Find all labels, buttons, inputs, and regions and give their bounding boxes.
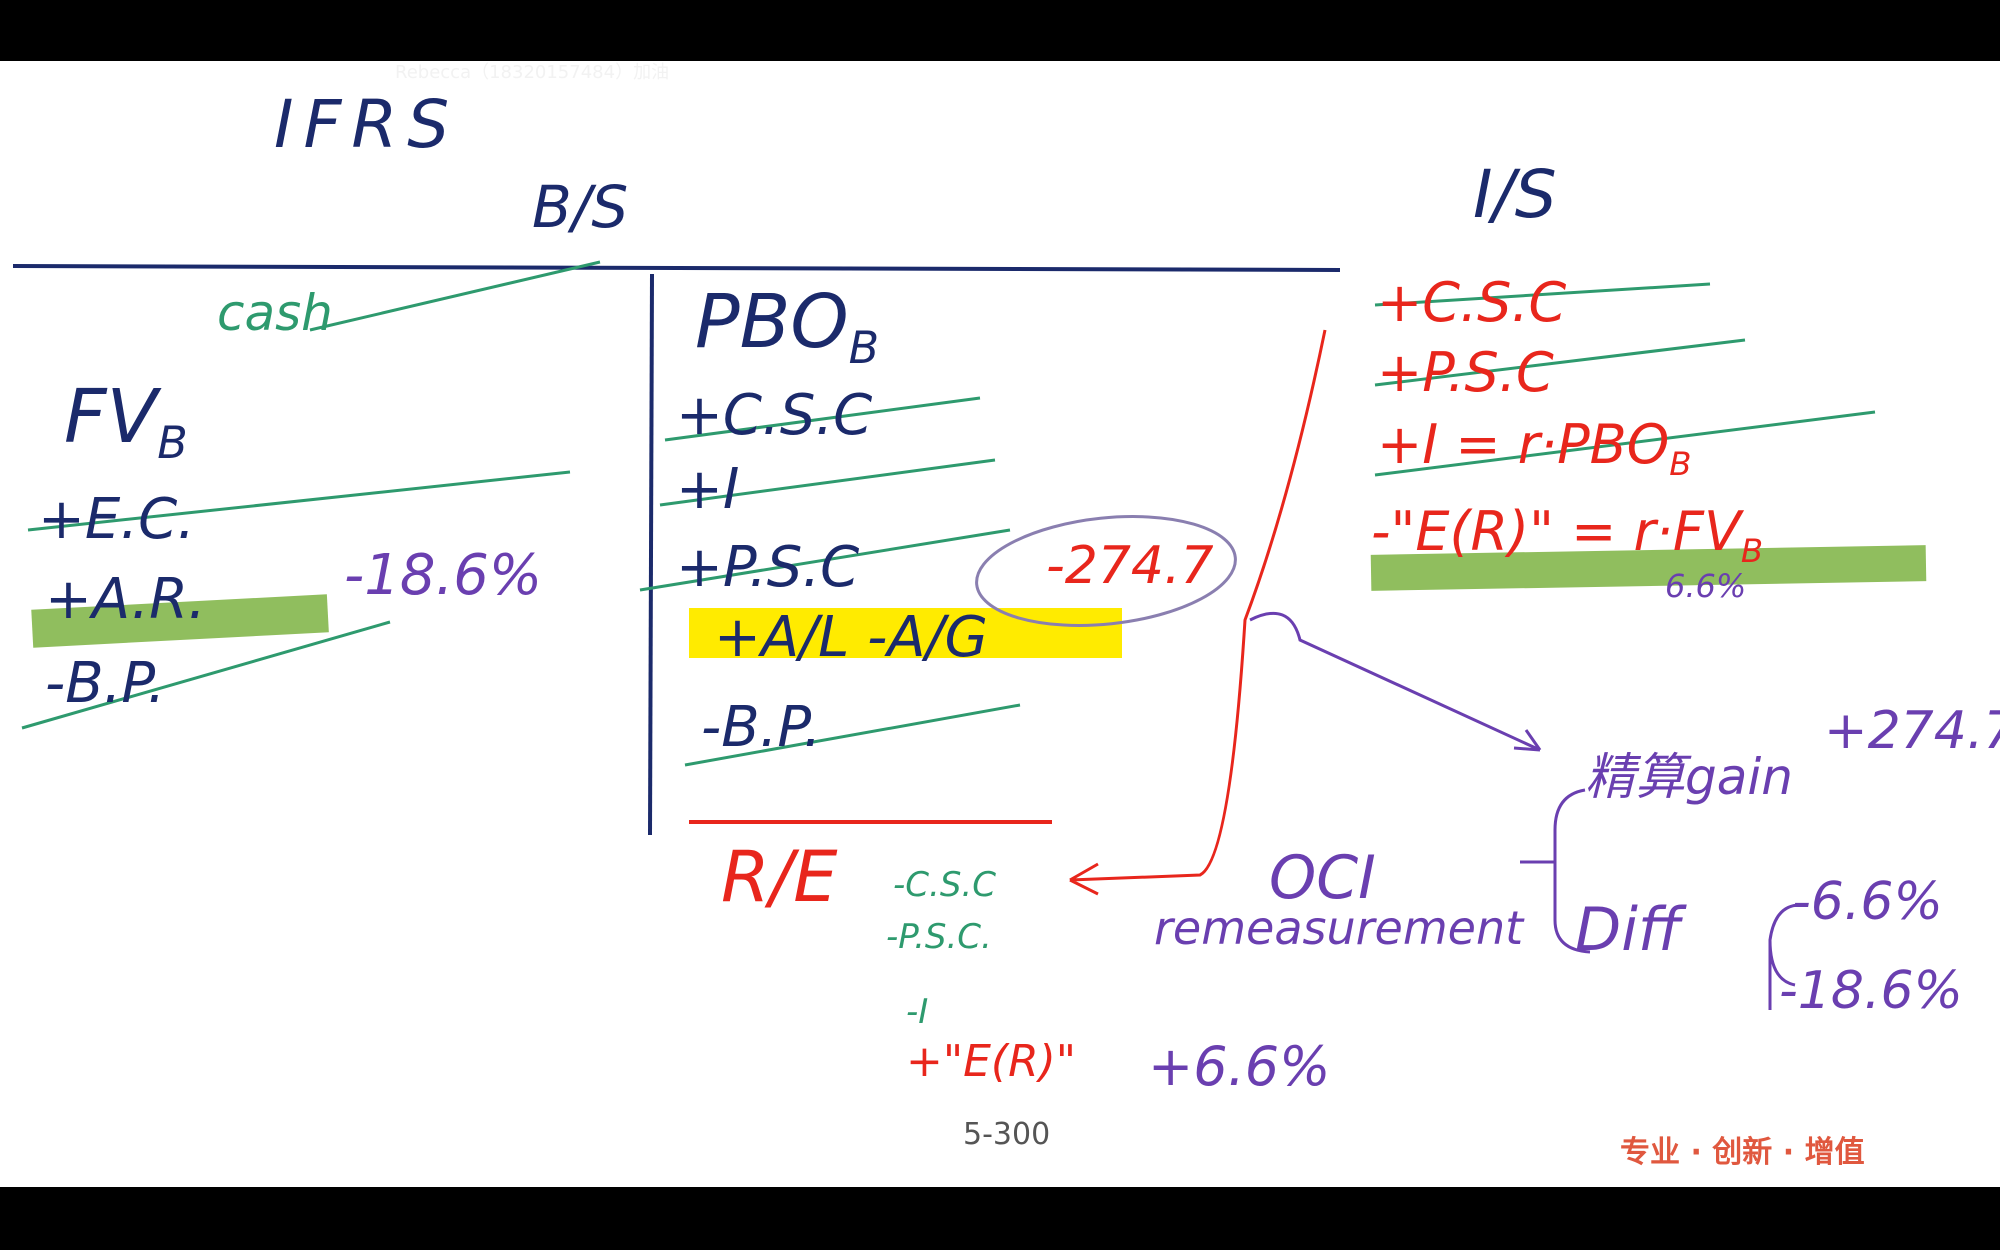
re-label: R/E xyxy=(721,836,838,918)
circle-274 xyxy=(975,515,1237,627)
is-interest-text: +I = r·PBO xyxy=(1377,413,1670,476)
fv-b-label: FVB xyxy=(64,380,188,466)
fv-item-ar: +A.R. xyxy=(45,567,206,632)
pbo-text: PBO xyxy=(695,279,849,365)
is-er-sub: B xyxy=(1740,531,1764,570)
bottom-black-bar xyxy=(0,1187,2000,1250)
re-item-i: -I xyxy=(906,992,929,1032)
is-header: I/S xyxy=(1473,156,1557,233)
re-item-csc: -C.S.C xyxy=(893,865,996,905)
fv-note: -18.6% xyxy=(344,543,543,608)
pbo-item-psc: +P.S.C xyxy=(676,535,860,600)
is-item-csc: +C.S.C xyxy=(1377,271,1567,334)
highlight-ar xyxy=(31,594,329,648)
pbo-subscript: B xyxy=(848,322,880,374)
fv-item-ec: +E.C. xyxy=(38,487,196,552)
title-ifrs: IFRS xyxy=(274,86,460,163)
diff-bracket xyxy=(1768,903,1801,1010)
actuarial-label: 精算gain xyxy=(1585,748,1793,806)
re-item-psc: -P.S.C. xyxy=(886,917,992,957)
pbo-item-bp: -B.P. xyxy=(701,695,822,760)
purple-bracket xyxy=(1520,788,1591,954)
re-note: +6.6% xyxy=(1148,1035,1331,1098)
is-note: 6.6% xyxy=(1665,567,1747,605)
pbo-vertical-line xyxy=(648,273,654,836)
pbo-item-i: +I xyxy=(676,457,740,522)
red-arrow-to-re xyxy=(1069,329,1327,896)
highlight-er xyxy=(1370,545,1927,591)
highlight-al-ag xyxy=(689,608,1122,658)
fv-subscript: B xyxy=(157,417,188,469)
cash-label: cash xyxy=(217,284,333,342)
remeasurement-label: remeasurement xyxy=(1154,901,1524,955)
page-number: 5-300 xyxy=(963,1117,1051,1152)
diff-value-1: -6.6% xyxy=(1792,872,1943,932)
top-black-bar xyxy=(0,0,2000,61)
is-item-er: -"E(R)" = r·FVB xyxy=(1371,505,1763,567)
re-item-er: +"E(R)" xyxy=(906,1036,1077,1087)
bs-divider xyxy=(12,264,1341,272)
bs-header: B/S xyxy=(532,173,629,241)
watermark: Rebecca（18320157484）加油 xyxy=(395,62,670,83)
is-item-interest: +I = r·PBOB xyxy=(1377,418,1691,480)
actuarial-value: +274.7 xyxy=(1824,701,2000,761)
is-er-text: -"E(R)" = r·FV xyxy=(1371,500,1741,563)
slogan: 专业 · 创新 · 增值 xyxy=(1620,1135,1865,1170)
pbo-item-csc: +C.S.C xyxy=(676,383,873,448)
diff-value-2: -18.6% xyxy=(1779,961,1963,1021)
purple-arrow xyxy=(1249,611,1542,752)
diff-label: Diff xyxy=(1575,895,1682,965)
strike-lines xyxy=(21,260,1876,767)
pbo-item-al-ag: +A/L -A/G xyxy=(714,605,988,670)
circled-value: -274.7 xyxy=(1046,536,1214,596)
is-interest-sub: B xyxy=(1669,444,1692,483)
fv-item-bp: -B.P. xyxy=(45,651,166,716)
oci-label: OCI xyxy=(1269,843,1376,913)
pbo-b-label: PBOB xyxy=(695,285,879,371)
is-item-psc: +P.S.C xyxy=(1377,341,1554,404)
fv-text: FV xyxy=(64,374,158,460)
